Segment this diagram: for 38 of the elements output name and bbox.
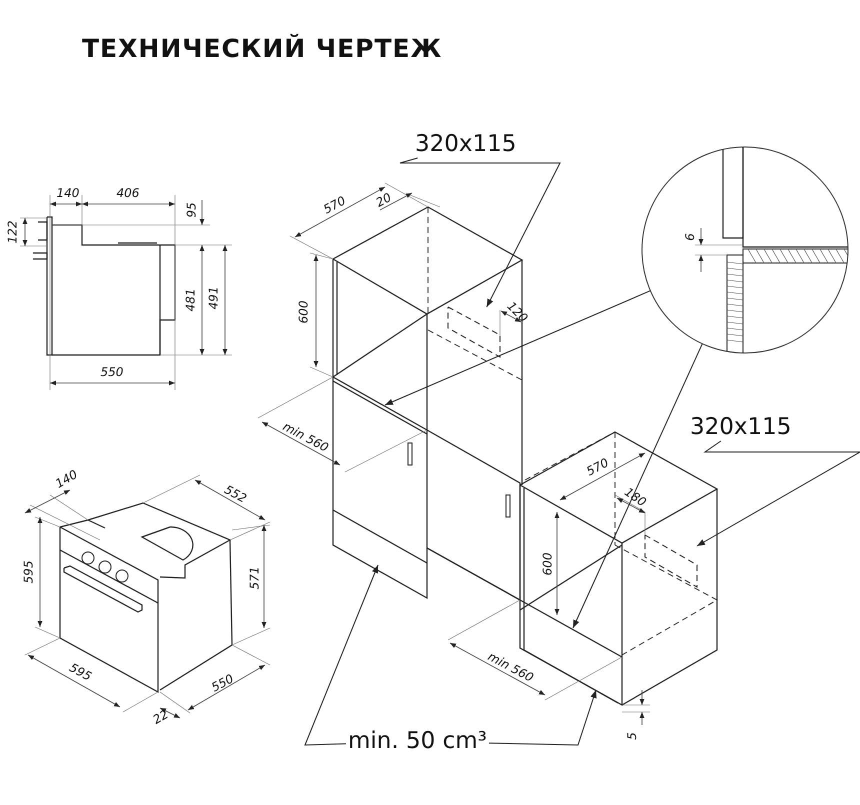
dimension-label: 5 bbox=[626, 732, 638, 740]
dimension-label: 570 bbox=[321, 194, 347, 216]
callout-label: min. 50 cm³ bbox=[348, 730, 487, 753]
dimension-label: 20 bbox=[374, 191, 393, 209]
dimension-label: 22 bbox=[150, 708, 170, 726]
dimension-label: 600 bbox=[540, 552, 553, 576]
dimension-label: 481 bbox=[184, 288, 196, 312]
callout-label: 320x115 bbox=[415, 133, 516, 156]
dimension-label: 550 bbox=[209, 672, 235, 694]
dimension-label: 140 bbox=[56, 187, 80, 199]
vent-opening-outline bbox=[448, 306, 500, 358]
leader-line bbox=[304, 564, 378, 746]
dimension-label: 120 bbox=[504, 300, 530, 324]
dimension-label: 6 bbox=[684, 233, 696, 241]
detail-view-drawing bbox=[642, 146, 848, 354]
dimension-label: 140 bbox=[53, 468, 79, 490]
vent-opening-outline bbox=[644, 534, 698, 588]
leader-line bbox=[384, 290, 651, 406]
dimension-label: 406 bbox=[116, 187, 140, 199]
dimension-label: min 560 bbox=[486, 650, 535, 684]
leader-line bbox=[400, 158, 561, 308]
dimension-label: 570 bbox=[584, 456, 610, 478]
leader-line bbox=[572, 343, 703, 628]
dimension-label: 122 bbox=[6, 220, 18, 244]
dimension-label: 595 bbox=[67, 661, 93, 683]
dimension-label: 95 bbox=[185, 202, 198, 218]
dimension-label: 550 bbox=[100, 366, 124, 378]
drawing-title: ТЕХНИЧЕСКИЙ ЧЕРТЕЖ bbox=[82, 36, 442, 61]
dimension-label: 180 bbox=[622, 486, 648, 508]
dimension-label: min 560 bbox=[280, 420, 330, 454]
leader-line bbox=[696, 440, 860, 546]
dimension-label: 552 bbox=[222, 483, 248, 505]
dimension-label: 600 bbox=[296, 300, 309, 324]
dimension-label: 491 bbox=[206, 286, 219, 310]
leader-line bbox=[488, 690, 597, 746]
dimension-label: 595 bbox=[22, 560, 34, 584]
callout-label: 320x115 bbox=[690, 416, 792, 439]
dimension-label: 571 bbox=[248, 566, 260, 590]
